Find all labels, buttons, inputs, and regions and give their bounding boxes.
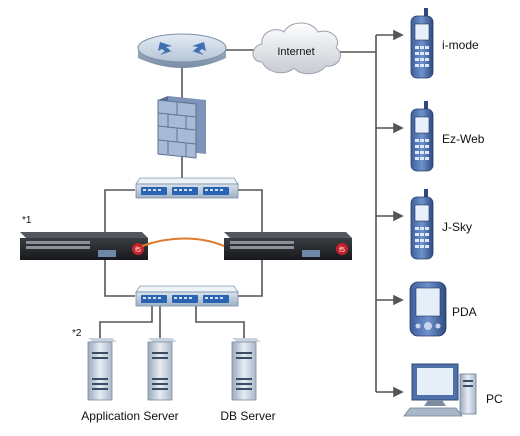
- failover-cable: [141, 237, 225, 247]
- db-server-icon: [231, 338, 261, 401]
- load-balancer-left-icon: f5: [20, 232, 148, 260]
- jsky-phone-icon: [410, 189, 434, 260]
- svg-text:f5: f5: [135, 247, 141, 254]
- router-icon: [137, 33, 227, 68]
- internet-cloud-icon: [252, 22, 341, 75]
- pc-label: PC: [486, 392, 503, 406]
- load-balancer-right-icon: f5: [224, 232, 352, 260]
- svg-text:f5: f5: [339, 247, 345, 254]
- pc-icon: [403, 363, 477, 417]
- firewall-icon: [157, 96, 206, 159]
- pda-label: PDA: [452, 305, 477, 319]
- application-server-label: Application Server: [81, 409, 178, 423]
- bottom-switch-icon: [135, 285, 239, 307]
- db-server-label: DB Server: [220, 409, 275, 423]
- note-1-marker: *1: [22, 215, 32, 226]
- top-switch-icon: [135, 177, 239, 199]
- ezweb-label: Ez-Web: [442, 132, 485, 146]
- note-2-marker: *2: [72, 328, 82, 339]
- internet-label: Internet: [277, 46, 314, 58]
- pda-icon: [409, 281, 447, 337]
- jsky-label: J-Sky: [442, 220, 472, 234]
- connection-lines: [99, 35, 377, 392]
- ezweb-phone-icon: [410, 101, 434, 172]
- application-server-1-icon: [87, 338, 117, 401]
- imode-phone-icon: [410, 8, 434, 79]
- application-server-2-icon: [147, 338, 177, 401]
- bus-arrows: [376, 29, 404, 398]
- imode-label: i-mode: [442, 38, 479, 52]
